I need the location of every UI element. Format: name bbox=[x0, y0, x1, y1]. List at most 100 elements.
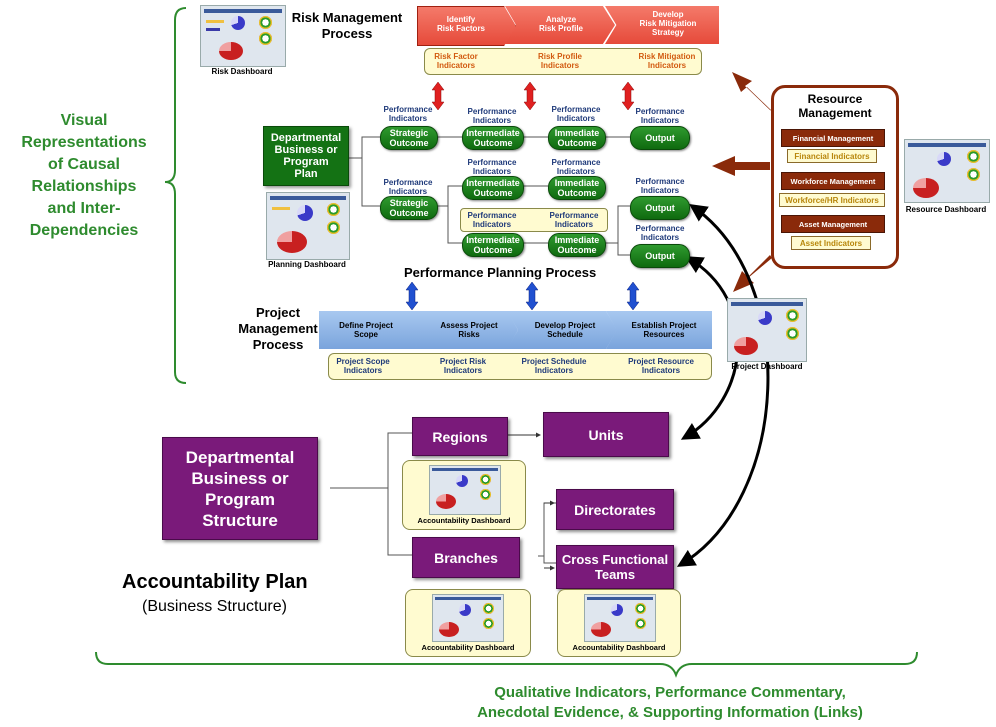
label-line: Performance bbox=[635, 177, 685, 186]
label-line: Assess Project bbox=[440, 321, 498, 330]
label-line: Indicators bbox=[436, 61, 476, 70]
left-brace bbox=[164, 7, 187, 384]
project-step-establish[interactable] bbox=[606, 311, 712, 349]
title-line: Management bbox=[238, 321, 318, 336]
label-line: Project Resource bbox=[628, 357, 694, 366]
regions-box[interactable]: Regions bbox=[412, 417, 508, 456]
label-line: Performance bbox=[549, 211, 599, 220]
label-line: Risk Mitigation bbox=[638, 52, 696, 61]
project-step-define[interactable] bbox=[319, 311, 425, 349]
directorates-box[interactable]: Directorates bbox=[556, 489, 674, 530]
title-line: Representations bbox=[21, 134, 147, 151]
label-line: Indicators bbox=[472, 220, 512, 229]
label-line: Structure bbox=[202, 510, 278, 530]
label-line: Project Risk bbox=[439, 357, 487, 366]
title-line: Resource bbox=[807, 92, 863, 106]
branches-box[interactable]: Branches bbox=[412, 537, 520, 578]
units-box[interactable]: Units bbox=[543, 412, 669, 457]
risk-step-analyze[interactable] bbox=[505, 6, 615, 44]
label-line: Indicators bbox=[641, 366, 681, 375]
resource-dashboard-thumbnail[interactable] bbox=[904, 139, 990, 203]
label-line: Performance bbox=[635, 224, 685, 233]
project-step-develop[interactable] bbox=[507, 311, 617, 349]
label-line: Outcome bbox=[557, 188, 597, 198]
label-line: Indicators bbox=[640, 186, 680, 195]
risk-step-identify[interactable] bbox=[417, 6, 516, 46]
label-line: Departmental bbox=[185, 447, 295, 467]
project-indicators-box bbox=[328, 353, 712, 380]
label-line: Project Scope bbox=[336, 357, 390, 366]
label-line: Define Project bbox=[339, 321, 393, 330]
risk-link-arrows bbox=[431, 81, 635, 111]
asset-management-box[interactable]: Asset Management bbox=[781, 215, 885, 233]
label-line: Develop Project bbox=[534, 321, 596, 330]
accountability-dashboard-cft[interactable]: Accountability Dashboard bbox=[557, 589, 681, 657]
label-line: Plan bbox=[294, 168, 318, 180]
label-line: Intermediate bbox=[466, 235, 520, 245]
caption-line: Qualitative Indicators, Performance Comm… bbox=[494, 684, 846, 701]
label-line: Immediate bbox=[554, 128, 600, 138]
output-pill[interactable]: Output bbox=[630, 244, 690, 268]
accountability-dashboard-regions[interactable]: Accountability Dashboard bbox=[402, 460, 526, 530]
financial-management-box[interactable]: Financial Management bbox=[781, 129, 885, 147]
label-line: Teams bbox=[594, 567, 636, 582]
label-line: Performance bbox=[383, 178, 433, 187]
label-line: Risk Profile bbox=[538, 24, 583, 33]
asset-indicators-label[interactable]: Asset Indicators bbox=[791, 236, 871, 250]
accountability-dashboard-branches[interactable]: Accountability Dashboard bbox=[405, 589, 531, 657]
project-dashboard-thumbnail[interactable] bbox=[727, 298, 807, 362]
dashboard-label: Accountability Dashboard bbox=[421, 643, 515, 652]
project-step-assess[interactable] bbox=[414, 311, 518, 349]
label-line: Performance bbox=[551, 105, 601, 114]
output-pill[interactable]: Output bbox=[630, 196, 690, 220]
risk-step-develop[interactable] bbox=[605, 6, 719, 44]
title-line: Dependencies bbox=[29, 222, 139, 239]
perf-indicators-box bbox=[460, 208, 608, 232]
label-line: Intermediate bbox=[466, 178, 520, 188]
label-line: Outcome bbox=[557, 138, 597, 148]
planning-dashboard-thumbnail[interactable] bbox=[266, 192, 350, 260]
label-line: Analyze bbox=[545, 15, 577, 24]
risk-dashboard-label: Risk Dashboard bbox=[211, 67, 273, 76]
label-line: Outcome bbox=[473, 188, 513, 198]
title-line: Risk Management bbox=[291, 10, 403, 25]
workforce-management-box[interactable]: Workforce Management bbox=[781, 172, 885, 190]
label-line: Outcome bbox=[389, 208, 429, 218]
risk-dashboard-thumbnail[interactable] bbox=[200, 5, 286, 67]
label-line: Immediate bbox=[554, 235, 600, 245]
label-line: Performance bbox=[467, 107, 517, 116]
workforce-indicators-label[interactable]: Workforce/HR Indicators bbox=[779, 193, 885, 207]
visual-representations-title: Visual Representations of Causal Relatio… bbox=[4, 110, 164, 242]
output-pill[interactable]: Output bbox=[630, 126, 690, 150]
label-line: Schedule bbox=[547, 330, 583, 339]
project-dashboard-label: Project Dashboard bbox=[731, 362, 803, 371]
accountability-plan-title: Accountability Plan bbox=[122, 571, 308, 593]
financial-indicators-label[interactable]: Financial Indicators bbox=[787, 149, 877, 163]
